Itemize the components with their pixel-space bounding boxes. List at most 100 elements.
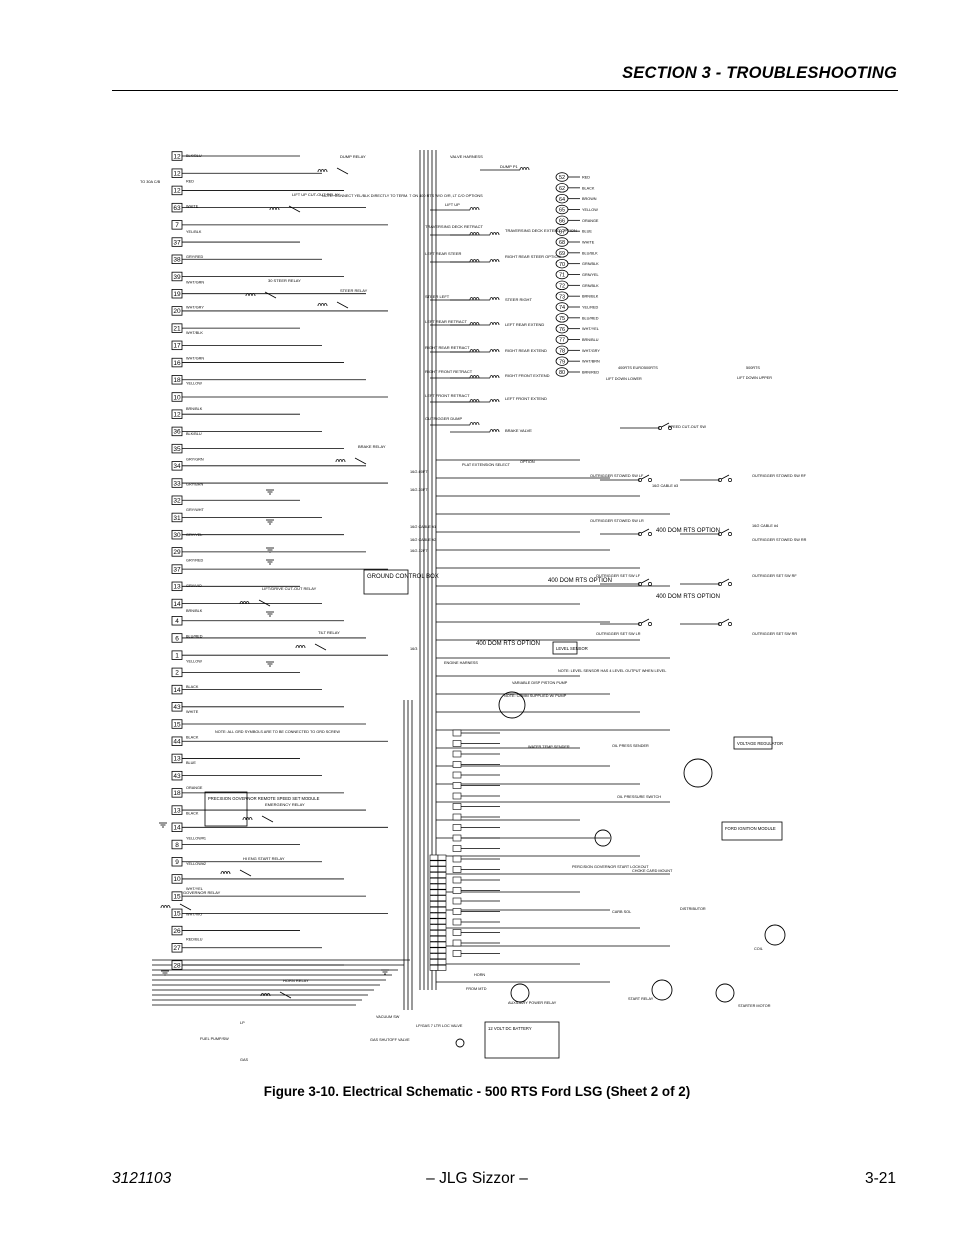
left-wire-label: YELLOW#2 xyxy=(186,862,206,866)
misc-label: FUEL PUMP/SW xyxy=(200,1037,229,1041)
left-wire-label: BLK/BLU xyxy=(186,432,202,436)
valve-label: STEER LEFT xyxy=(425,294,450,299)
left-terminal-number: 63 xyxy=(173,205,181,212)
switch-contact xyxy=(648,478,652,482)
left-terminal-box xyxy=(171,151,183,161)
relay-coil-icon xyxy=(248,817,253,821)
box-label: 400 DOM RTS OPTION xyxy=(656,594,720,600)
component-box xyxy=(363,569,409,595)
schematic-wires xyxy=(152,150,786,1059)
left-terminal-number: 17 xyxy=(173,343,181,350)
misc-label: OUTRIGGER STOWED SW RF xyxy=(752,474,807,478)
harness-pin xyxy=(437,906,447,913)
left-terminal-box xyxy=(171,495,183,505)
left-wire-label: BRN/BLK xyxy=(186,407,203,411)
misc-label: 16/3 xyxy=(410,647,417,651)
relay-label: STEER RELAY xyxy=(340,288,368,293)
misc-label: GAS xyxy=(240,1058,248,1062)
harness-pin xyxy=(437,947,447,954)
right-terminal-circle xyxy=(555,313,569,323)
document-number: 3121103 xyxy=(112,1170,172,1187)
relay-contact xyxy=(354,457,367,465)
engine-pin xyxy=(452,792,462,800)
left-terminal-number: 9 xyxy=(175,859,179,866)
left-terminal-number: 19 xyxy=(173,291,181,298)
engine-pin xyxy=(452,897,462,905)
valve-coil xyxy=(475,399,480,403)
harness-pin xyxy=(429,935,439,942)
valve-coil xyxy=(475,375,480,379)
harness-pin xyxy=(437,866,447,873)
oil-switch-symbol xyxy=(594,829,612,847)
left-terminal-number: 2 xyxy=(175,670,179,677)
misc-label: CHOKE CARD MOUNT xyxy=(632,869,673,873)
relay-label: DUMP RELAY xyxy=(340,154,366,159)
left-wire-label: YELLOW#1 xyxy=(186,837,206,841)
right-terminal-circle xyxy=(555,183,569,193)
valve-label: OUTRIGGER DUMP xyxy=(425,416,462,421)
left-terminal-number: 15 xyxy=(173,911,181,918)
left-terminal-box xyxy=(171,254,183,264)
misc-label: LIFT DOWN UPPER xyxy=(737,376,772,380)
valve-label: RIGHT REAR STEER OPTION xyxy=(505,254,561,259)
relay-coil-icon xyxy=(245,601,250,605)
left-terminal-box xyxy=(171,409,183,419)
box-label: FORD IGNITION MODULE xyxy=(725,826,776,831)
schematic-terminals xyxy=(171,151,569,971)
left-terminal-number: 37 xyxy=(173,566,181,573)
left-terminal-box xyxy=(171,185,183,196)
valve-coil xyxy=(475,207,480,211)
engine-pin xyxy=(452,908,462,915)
right-wire-label: BLUE xyxy=(582,230,592,234)
relay-coil-icon xyxy=(272,207,277,211)
misc-label: OIL PRESSURE SWITCH xyxy=(617,795,661,799)
misc-label: VARIABLE DISP PISTON PUMP xyxy=(512,681,568,685)
right-terminal-number: 79 xyxy=(559,359,565,365)
left-terminal-box xyxy=(171,925,183,936)
misc-label: 16/2 CABLE #4 xyxy=(752,524,778,528)
left-terminal-number: 15 xyxy=(173,893,181,900)
switch-arm xyxy=(721,474,730,480)
right-wire-label: GRN/BLK xyxy=(582,284,599,288)
right-terminal-number: 69 xyxy=(559,251,565,257)
left-terminal-number: 26 xyxy=(173,928,181,935)
left-wire-label: YEL/BLK xyxy=(186,230,202,234)
valve-coil xyxy=(489,375,494,379)
harness-pin xyxy=(437,883,447,890)
right-terminal-circle xyxy=(555,323,569,334)
valve-label: BRAKE VALVE xyxy=(505,428,532,433)
left-terminal-box xyxy=(171,805,183,815)
left-terminal-box xyxy=(171,943,183,953)
valve-label: TRAVERSING DECK EXTEND OPTION xyxy=(505,228,577,233)
switch-arm xyxy=(661,422,670,428)
relay-coil-icon xyxy=(323,169,328,173)
valve-coil xyxy=(492,349,497,353)
relay-label: EMERGENCY RELAY xyxy=(265,802,305,807)
left-terminal-number: 12 xyxy=(173,188,181,195)
right-terminal-circle xyxy=(555,280,569,291)
component-box xyxy=(733,736,773,750)
misc-label: OUTRIGGER STOWED SW RR xyxy=(752,538,807,542)
switch-contact xyxy=(728,478,732,482)
left-terminal-box xyxy=(171,323,183,333)
engine-pin xyxy=(452,750,462,758)
relay-coil-icon xyxy=(335,459,340,463)
right-terminal-number: 74 xyxy=(559,305,565,311)
relay-label: GOVERNOR RELAY xyxy=(183,890,221,895)
misc-label: 16/2 CABLE #1 xyxy=(410,525,436,529)
misc-label: 16/2-12FT xyxy=(410,549,428,553)
right-terminal-circle xyxy=(555,269,569,280)
right-terminal-number: 75 xyxy=(559,316,565,322)
right-wire-label: YEL/RED xyxy=(582,306,599,310)
right-wire-label: WHT/YEL xyxy=(582,327,599,331)
left-wire-label: GRY/BRN xyxy=(186,483,203,487)
relay-contact xyxy=(314,643,327,651)
harness-pin xyxy=(429,906,439,913)
valve-label: RIGHT FRONT RETRACT xyxy=(425,369,473,374)
valve-label: LEFT REAR EXTEND xyxy=(505,322,544,327)
left-terminal-number: 14 xyxy=(173,601,181,608)
component-box xyxy=(484,1021,560,1059)
left-terminal-box xyxy=(171,753,183,764)
misc-label: LIFT DOWN LOWER xyxy=(606,377,642,381)
